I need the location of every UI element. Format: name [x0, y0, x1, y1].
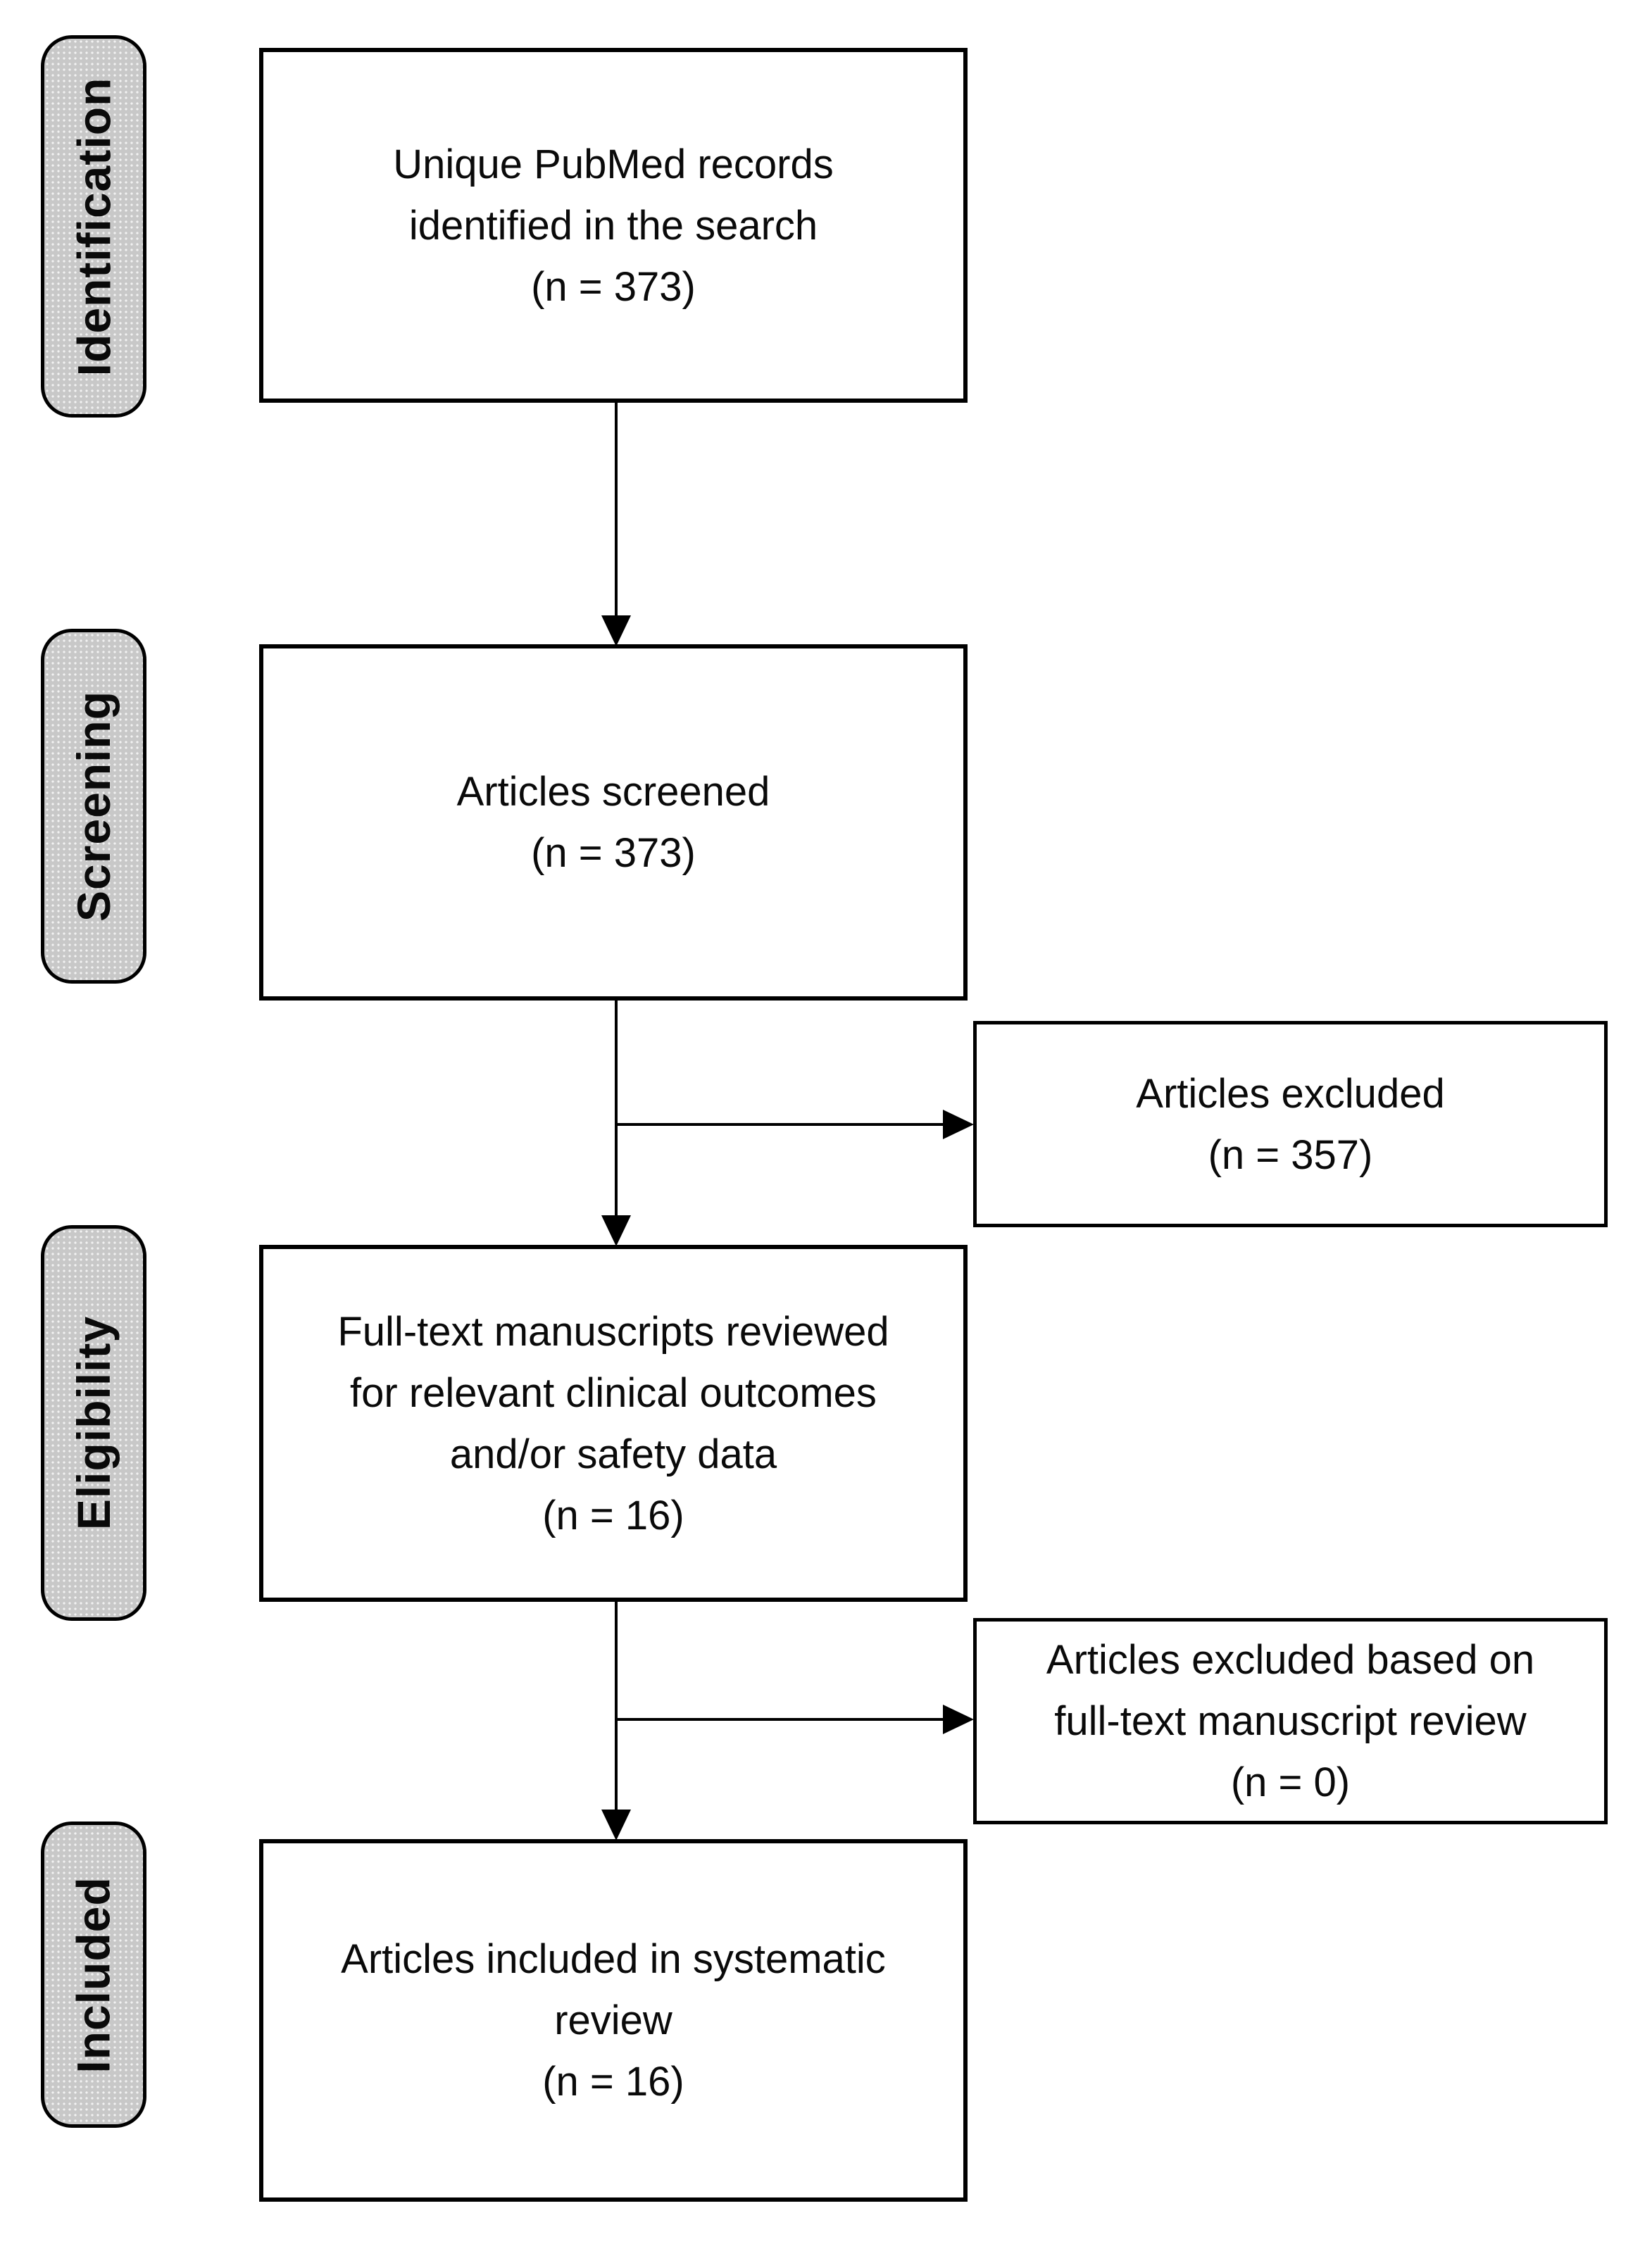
- arrowhead-down-identification-to-screening-icon: [601, 615, 631, 646]
- connector-eligibility-to-included-line: [615, 1600, 618, 1812]
- stage-label-screening-text: Screening: [68, 690, 120, 922]
- stage-label-included-text: Included: [68, 1876, 120, 2074]
- arrowhead-right-eligibility-to-excluded-icon: [943, 1705, 974, 1734]
- identification-box-text: Unique PubMed records identified in the …: [393, 141, 834, 310]
- eligibility-excluded-box: Articles excluded based on full-text man…: [973, 1618, 1608, 1824]
- identification-box: Unique PubMed records identified in the …: [259, 48, 968, 403]
- stage-label-screening: Screening: [41, 629, 146, 984]
- screening-excluded-box: Articles excluded (n = 357): [973, 1021, 1608, 1227]
- eligibility-box-text: Full-text manuscripts reviewed for relev…: [337, 1308, 889, 1538]
- eligibility-excluded-box-text: Articles excluded based on full-text man…: [1046, 1637, 1535, 1805]
- arrowhead-right-screening-to-excluded-icon: [943, 1110, 974, 1139]
- stage-label-eligibility: Eligibility: [41, 1225, 146, 1621]
- connector-screening-to-excluded-line: [615, 1123, 946, 1126]
- connector-identification-to-screening-line: [615, 401, 618, 618]
- connector-screening-to-eligibility-line: [615, 999, 618, 1219]
- arrowhead-down-eligibility-to-included-icon: [601, 1810, 631, 1841]
- included-box-text: Articles included in systematic review (…: [341, 1936, 886, 2105]
- screening-box-text: Articles screened (n = 373): [456, 769, 770, 876]
- connector-eligibility-to-excluded-line: [615, 1718, 946, 1721]
- included-box: Articles included in systematic review (…: [259, 1839, 968, 2202]
- stage-label-identification: Identification: [41, 35, 146, 418]
- stage-label-included: Included: [41, 1822, 146, 2128]
- eligibility-box: Full-text manuscripts reviewed for relev…: [259, 1245, 968, 1602]
- screening-box: Articles screened (n = 373): [259, 644, 968, 1001]
- arrowhead-down-screening-to-eligibility-icon: [601, 1215, 631, 1246]
- screening-excluded-box-text: Articles excluded (n = 357): [1136, 1070, 1445, 1178]
- stage-label-eligibility-text: Eligibility: [68, 1315, 120, 1531]
- stage-label-identification-text: Identification: [68, 77, 120, 376]
